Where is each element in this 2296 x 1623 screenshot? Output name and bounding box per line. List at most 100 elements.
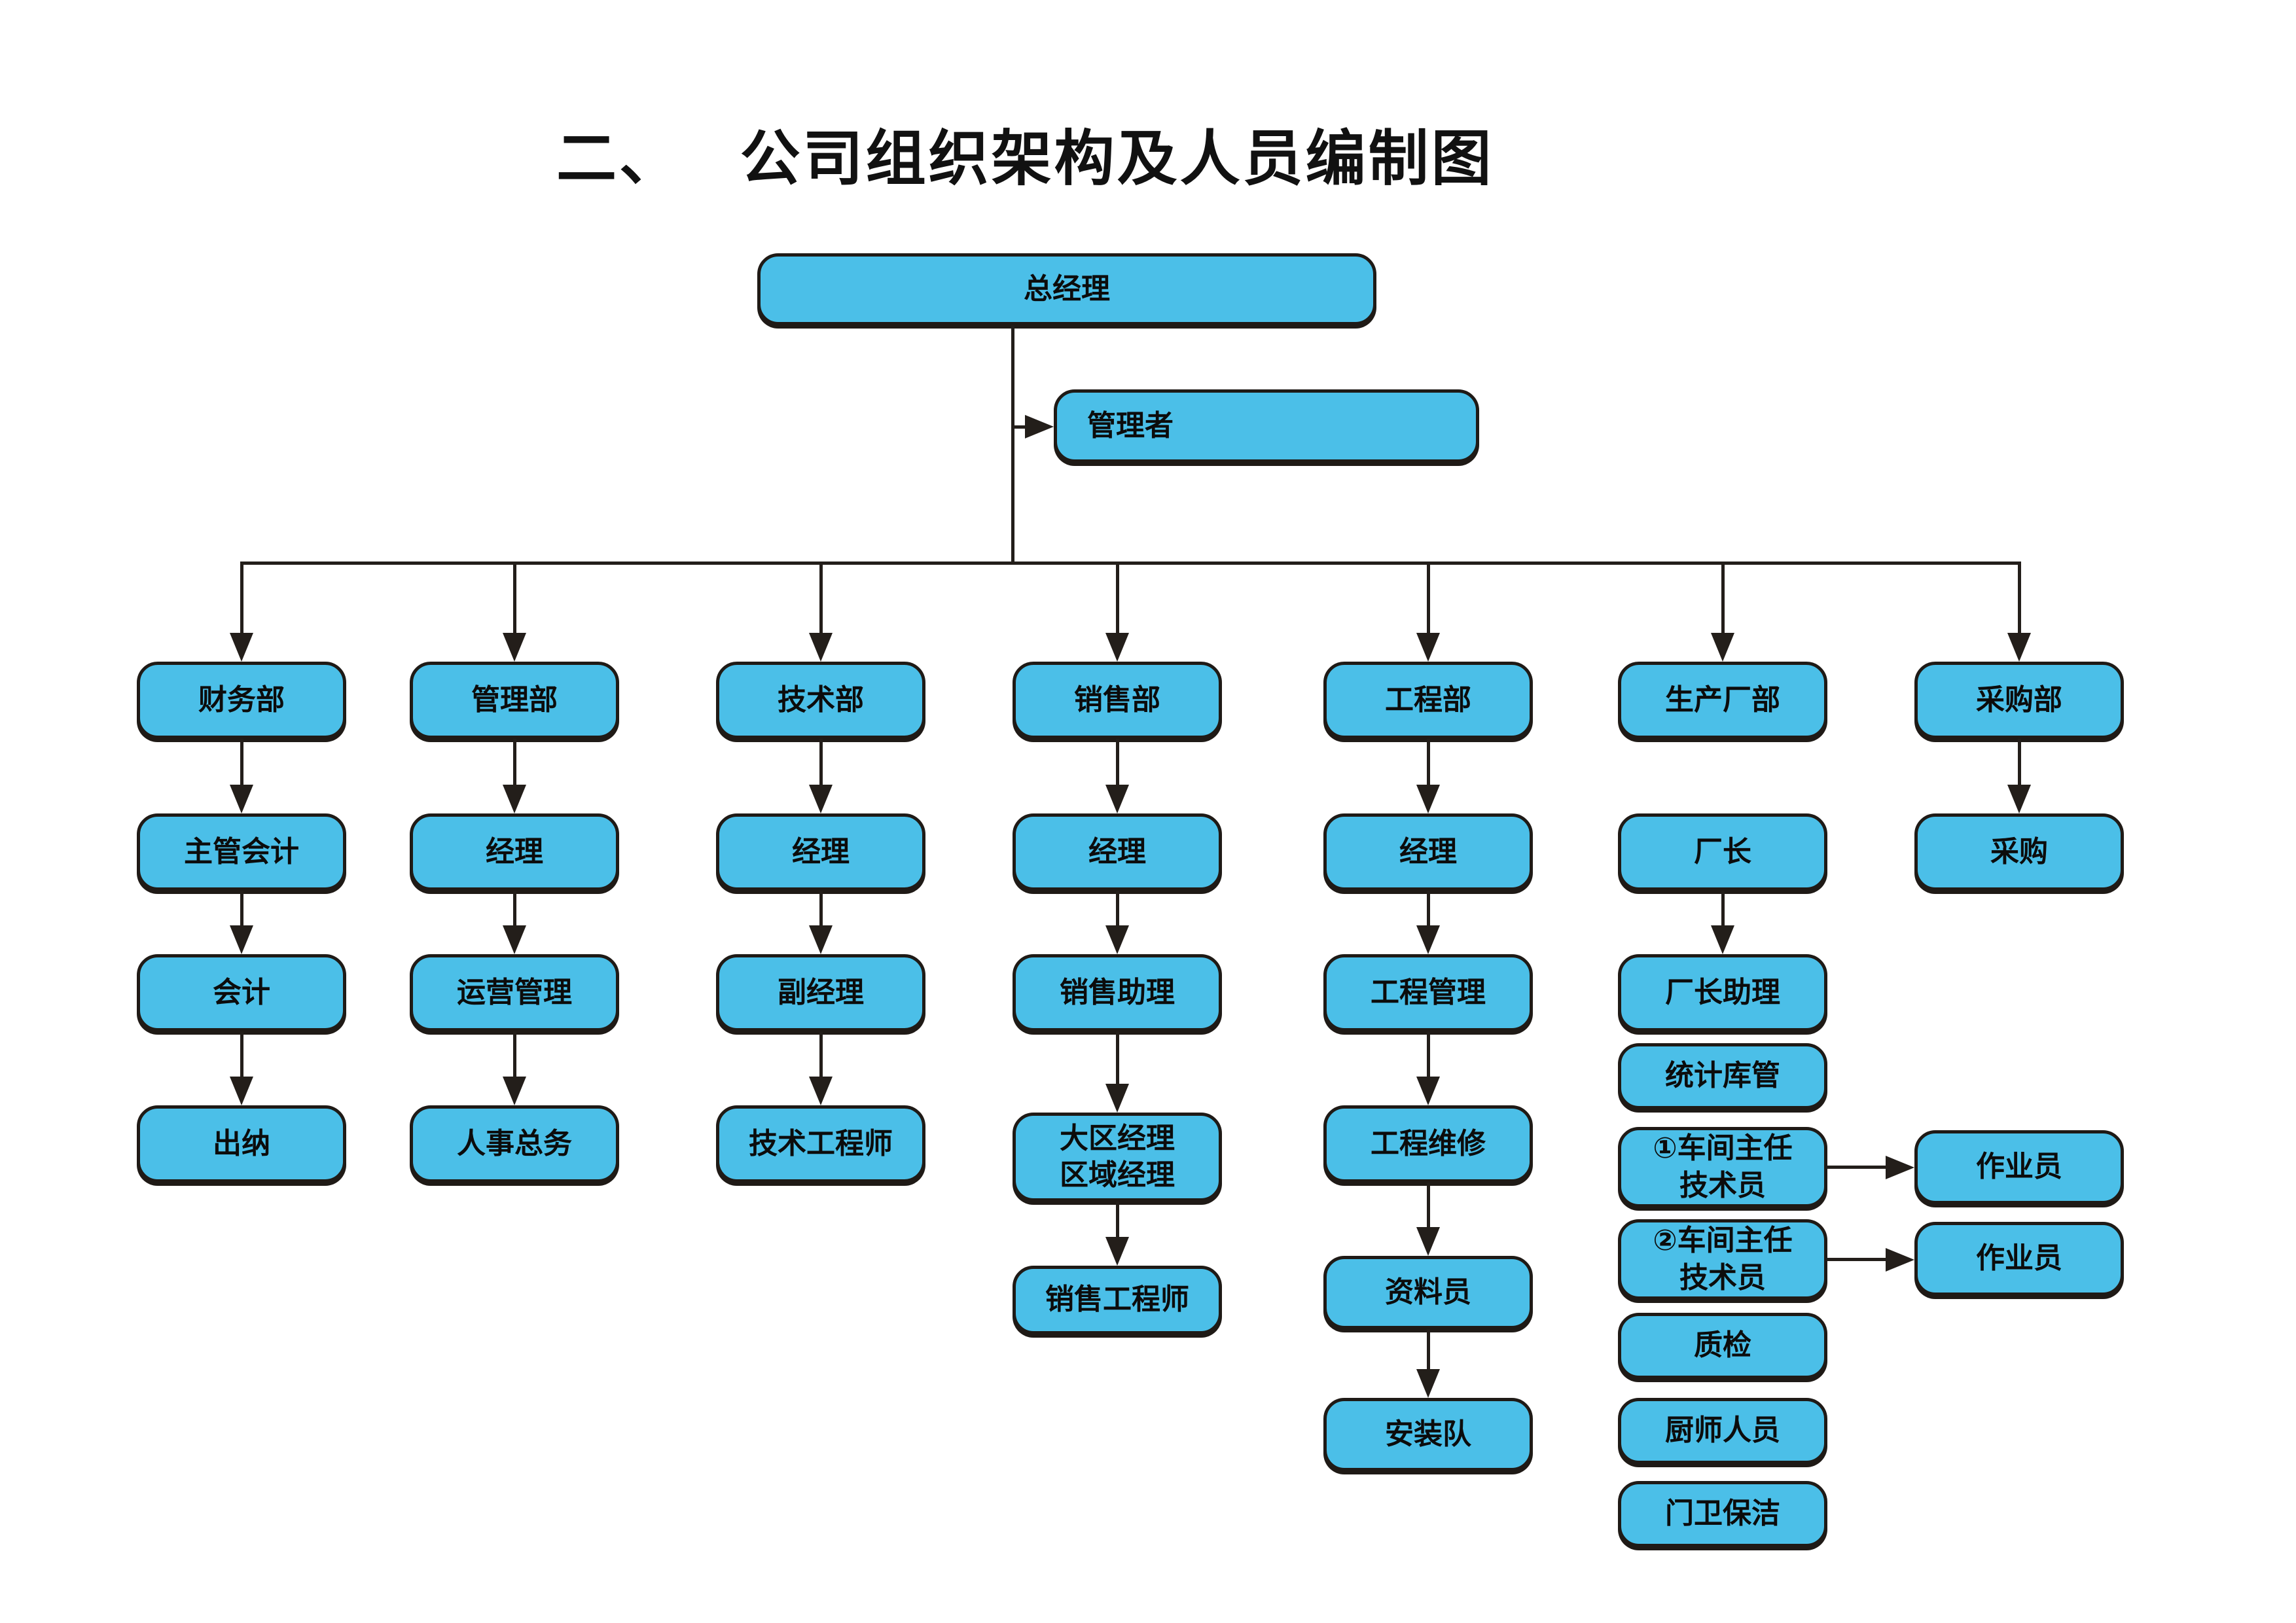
node-label-tech-engineer: 技术工程师 [749,1127,893,1160]
node-label-chief-accountant: 主管会计 [184,835,299,868]
edge-workshop-chief-2-to-operator-2-line [1827,1258,1890,1261]
edge-factory-director-to-director-assistant-line [1721,891,1725,929]
edge-accountant-to-cashier-arrowhead [230,1077,253,1105]
node-tech-engineer: 技术工程师 [716,1105,925,1183]
edge-engineering-dept-to-engineering-manager-line [1426,739,1430,789]
node-label-stats-warehouse: 统计库管 [1665,1060,1780,1092]
node-sales-manager: 经理 [1013,813,1222,891]
node-data-clerk: 资料员 [1323,1256,1533,1329]
edge-engineering-dept-to-engineering-manager-arrowhead [1416,785,1440,813]
edge-regional-manager-to-sales-engineer-line [1115,1202,1119,1241]
edge-sales-manager-to-sales-assistant-line [1115,891,1119,929]
node-manager: 管理者 [1054,389,1479,463]
edge-engineering-manager-to-engineering-mgmt-line [1426,891,1430,929]
edge-workshop-chief-1-to-operator-1-arrowhead [1886,1155,1914,1179]
node-workshop-chief-1: ①车间主任 技术员 [1618,1127,1827,1207]
edge-tech-manager-to-deputy-manager-arrowhead [809,925,833,954]
node-cook-staff: 厨师人员 [1618,1398,1827,1464]
edge-chief-accountant-to-accountant-line [240,891,243,929]
node-guard-cleaning: 门卫保洁 [1618,1481,1827,1547]
node-installation-team: 安装队 [1323,1398,1533,1471]
edge-eng-maintenance-to-data-clerk-arrowhead [1416,1227,1440,1256]
node-label-admin-manager: 经理 [486,835,543,868]
drop-production-dept-arrowhead [1711,633,1734,662]
node-deputy-manager: 副经理 [716,954,925,1031]
edge-engineering-manager-to-engineering-mgmt-arrowhead [1416,925,1440,954]
node-tech-manager: 经理 [716,813,925,891]
node-label-operator-1: 作业员 [1976,1150,2062,1183]
node-label-deputy-manager: 副经理 [778,976,864,1008]
node-operator-2: 作业员 [1914,1222,2124,1296]
node-label-admin-dept: 管理部 [471,683,558,716]
node-label-sales-dept: 销售部 [1074,683,1160,716]
drop-engineering-dept-arrowhead [1416,633,1440,662]
edge-chief-accountant-to-accountant-arrowhead [230,925,253,954]
drop-purchasing-dept-line [2017,565,2021,637]
node-purchasing-dept: 采购部 [1914,662,2124,739]
edge-sales-dept-to-sales-manager-arrowhead [1105,785,1129,813]
node-cashier: 出纳 [137,1105,346,1183]
drop-admin-dept-line [512,565,516,637]
node-purchaser: 采购 [1914,813,2124,891]
edge-data-clerk-to-installation-team-arrowhead [1416,1369,1440,1398]
node-operator-1: 作业员 [1914,1130,2124,1204]
node-regional-manager: 大区经理 区域经理 [1013,1113,1222,1202]
node-sales-engineer: 销售工程师 [1013,1266,1222,1334]
node-label-sales-assistant: 销售助理 [1060,976,1175,1008]
node-label-finance-dept: 财务部 [198,683,285,716]
node-label-installation-team: 安装队 [1385,1418,1471,1450]
edge-workshop-chief-1-to-operator-1-line [1827,1166,1890,1169]
node-label-regional-manager: 大区经理 区域经理 [1060,1122,1175,1191]
node-workshop-chief-2: ②车间主任 技术员 [1618,1219,1827,1300]
edge-accountant-to-cashier-line [240,1031,243,1080]
node-label-director-assistant: 厂长助理 [1665,976,1780,1008]
drop-finance-dept-arrowhead [230,633,253,662]
node-factory-director: 厂长 [1618,813,1827,891]
node-label-operator-2: 作业员 [1976,1242,2062,1275]
node-label-engineering-dept: 工程部 [1385,683,1471,716]
edge-sales-assistant-to-regional-manager-arrowhead [1105,1084,1129,1113]
edge-operations-mgmt-to-hr-general-affairs-arrowhead [503,1077,526,1105]
node-label-workshop-chief-2: ②车间主任 技术员 [1653,1224,1793,1294]
edge-tech-manager-to-deputy-manager-line [819,891,823,929]
node-gm: 总经理 [757,253,1376,325]
node-eng-maintenance: 工程维修 [1323,1105,1533,1183]
edge-factory-director-to-director-assistant-arrowhead [1711,925,1734,954]
edge-purchasing-dept-to-purchaser-arrowhead [2007,785,2031,813]
edge-finance-dept-to-chief-accountant-line [240,739,243,789]
node-label-engineering-manager: 经理 [1399,835,1457,868]
node-label-production-dept: 生产厂部 [1665,683,1780,716]
node-production-dept: 生产厂部 [1618,662,1827,739]
drop-finance-dept-line [240,565,243,637]
drop-tech-dept-arrowhead [809,633,833,662]
node-label-cashier: 出纳 [213,1127,270,1160]
drop-tech-dept-line [819,565,823,637]
edge-deputy-manager-to-tech-engineer-line [819,1031,823,1080]
node-label-eng-maintenance: 工程维修 [1371,1127,1486,1160]
edge-admin-manager-to-operations-mgmt-arrowhead [503,925,526,954]
drop-sales-dept-arrowhead [1105,633,1129,662]
branch-manager-line [1013,425,1029,429]
node-label-sales-manager: 经理 [1088,835,1146,868]
page-title: 二、 公司组织架构及人员编制图 [556,126,1494,192]
node-label-sales-engineer: 销售工程师 [1045,1283,1189,1316]
trunk-line [1011,325,1014,565]
drop-purchasing-dept-arrowhead [2007,633,2031,662]
node-engineering-manager: 经理 [1323,813,1533,891]
node-label-guard-cleaning: 门卫保洁 [1665,1497,1780,1530]
node-label-manager: 管理者 [1087,409,1174,442]
edge-sales-manager-to-sales-assistant-arrowhead [1105,925,1129,954]
node-label-tech-dept: 技术部 [778,683,864,716]
node-label-workshop-chief-1: ①车间主任 技术员 [1653,1132,1793,1202]
manifold-line [240,562,2021,565]
node-admin-dept: 管理部 [410,662,619,739]
node-engineering-dept: 工程部 [1323,662,1533,739]
node-admin-manager: 经理 [410,813,619,891]
node-sales-dept: 销售部 [1013,662,1222,739]
node-label-engineering-mgmt: 工程管理 [1371,976,1486,1008]
node-label-cook-staff: 厨师人员 [1665,1414,1780,1447]
node-label-accountant: 会计 [213,976,270,1008]
edge-engineering-mgmt-to-eng-maintenance-line [1426,1031,1430,1080]
node-accountant: 会计 [137,954,346,1031]
node-chief-accountant: 主管会计 [137,813,346,891]
